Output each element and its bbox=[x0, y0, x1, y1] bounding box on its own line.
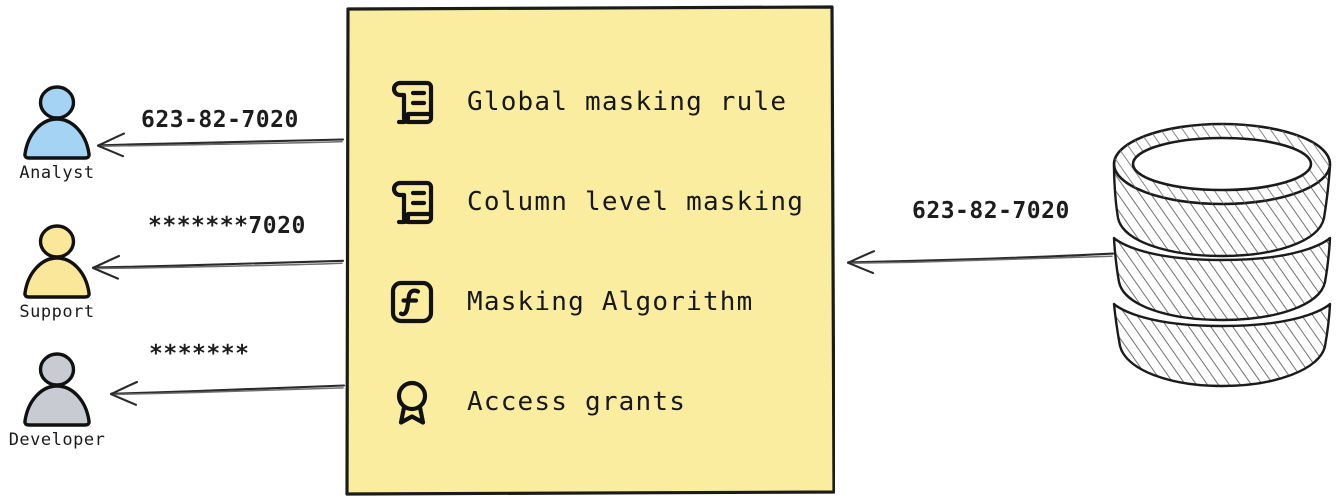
policy-box[interactable]: Global masking rule Column level masking bbox=[345, 5, 835, 496]
actor-analyst-label: Analyst bbox=[19, 163, 95, 183]
policy-item-label: Access grants bbox=[467, 387, 687, 417]
arrow-database-to-policy bbox=[846, 250, 1115, 275]
function-box-icon bbox=[383, 273, 441, 331]
person-icon bbox=[23, 85, 91, 160]
policy-item-column-level-masking[interactable]: Column level masking bbox=[345, 152, 835, 252]
scroll-icon bbox=[383, 73, 441, 131]
actor-analyst[interactable]: Analyst bbox=[2, 80, 112, 183]
scroll-icon bbox=[383, 173, 441, 231]
policy-item-label: Masking Algorithm bbox=[467, 287, 754, 317]
policy-item-global-masking-rule[interactable]: Global masking rule bbox=[345, 52, 835, 152]
flow-label-developer: ******* bbox=[149, 341, 250, 367]
flow-label-support: *******7020 bbox=[148, 213, 306, 239]
policy-item-masking-algorithm[interactable]: Masking Algorithm bbox=[345, 252, 835, 352]
arrow-to-developer bbox=[109, 380, 346, 406]
actor-support[interactable]: Support bbox=[2, 219, 112, 322]
award-ribbon-icon bbox=[383, 373, 441, 431]
database-cylinder-icon[interactable] bbox=[1108, 118, 1336, 398]
person-icon bbox=[23, 352, 91, 427]
flow-label-analyst: 623-82-7020 bbox=[141, 107, 299, 133]
policy-box-background bbox=[345, 5, 835, 496]
arrow-to-analyst bbox=[96, 132, 345, 158]
actor-developer-label: Developer bbox=[8, 430, 106, 450]
policy-item-access-grants[interactable]: Access grants bbox=[345, 352, 835, 452]
arrow-to-support bbox=[91, 254, 345, 280]
policy-item-label: Column level masking bbox=[467, 187, 805, 217]
flow-label-database: 623-82-7020 bbox=[912, 198, 1070, 224]
person-icon bbox=[23, 224, 91, 299]
actor-support-label: Support bbox=[19, 302, 95, 322]
actor-developer[interactable]: Developer bbox=[2, 347, 112, 450]
policy-item-label: Global masking rule bbox=[467, 87, 788, 117]
policy-item-list: Global masking rule Column level masking bbox=[345, 5, 835, 496]
